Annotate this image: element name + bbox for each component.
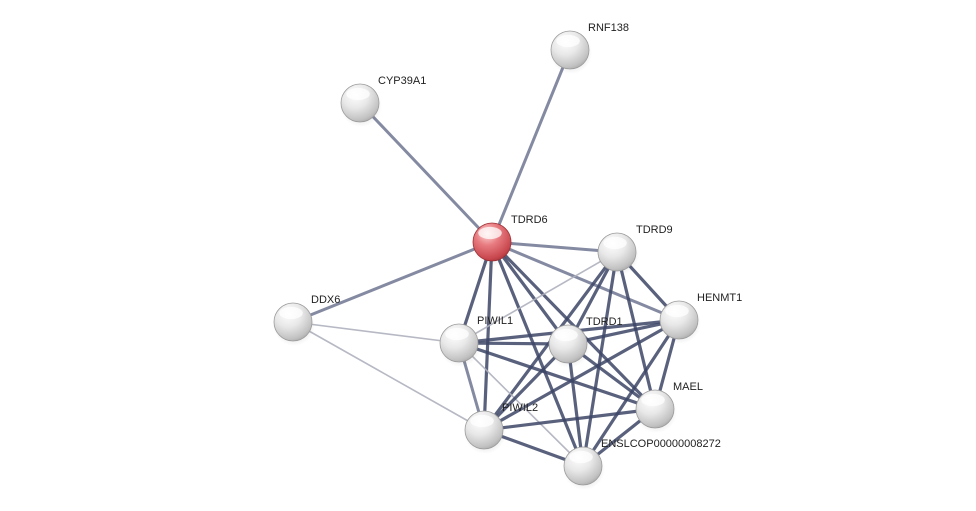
edge-tdrd6-cyp39a1[interactable] [358, 101, 494, 244]
node-label-henmt1: HENMT1 [697, 292, 742, 304]
node-highlight [279, 306, 303, 320]
node-tdrd6[interactable]: TDRD6 [472, 214, 548, 266]
edge-mael-piwil2[interactable] [482, 407, 657, 432]
node-label-mael: MAEL [673, 381, 703, 393]
edge-ddx6-piwil2[interactable] [292, 321, 485, 431]
node-highlight [556, 34, 580, 48]
node-mael[interactable]: MAEL [635, 381, 703, 433]
node-label-tdrd6: TDRD6 [511, 214, 548, 226]
node-highlight [445, 327, 469, 341]
edge-henmt1-piwil2[interactable] [482, 318, 681, 432]
node-piwil2[interactable]: PIWIL2 [464, 402, 538, 454]
node-rnf138[interactable]: RNF138 [550, 22, 629, 74]
edge-tdrd6-piwil2[interactable] [482, 240, 494, 432]
node-tdrd1[interactable]: TDRD1 [548, 316, 623, 368]
node-highlight [554, 328, 578, 342]
node-highlight [603, 236, 627, 250]
edge-piwil1-enslcop00000008272[interactable] [458, 342, 584, 467]
node-label-piwil1: PIWIL1 [477, 315, 513, 327]
node-highlight [641, 393, 665, 407]
node-tdrd9[interactable]: TDRD9 [597, 224, 673, 276]
node-label-tdrd1: TDRD1 [586, 316, 623, 328]
node-enslcop00000008272[interactable]: ENSLCOP00000008272 [563, 438, 721, 490]
node-label-cyp39a1: CYP39A1 [378, 75, 426, 87]
node-highlight [569, 450, 593, 464]
node-highlight [665, 304, 689, 318]
node-highlight [470, 414, 494, 428]
node-piwil1[interactable]: PIWIL1 [439, 315, 513, 367]
edge-tdrd9-piwil1[interactable] [458, 251, 618, 344]
node-label-ddx6: DDX6 [311, 294, 340, 306]
edge-tdrd6-rnf138[interactable] [490, 48, 572, 244]
node-label-piwil2: PIWIL2 [502, 402, 538, 414]
edge-tdrd9-enslcop00000008272[interactable] [581, 250, 619, 468]
node-label-rnf138: RNF138 [588, 22, 629, 34]
node-highlight [346, 87, 370, 101]
edge-tdrd6-ddx6[interactable] [291, 240, 494, 324]
node-cyp39a1[interactable]: CYP39A1 [340, 75, 426, 127]
edge-tdrd6-henmt1[interactable] [490, 240, 681, 322]
edge-tdrd6-enslcop00000008272[interactable] [490, 240, 585, 468]
edge-piwil1-mael[interactable] [457, 341, 657, 411]
node-highlight [478, 226, 502, 240]
node-label-enslcop00000008272: ENSLCOP00000008272 [601, 438, 721, 450]
node-henmt1[interactable]: HENMT1 [659, 292, 742, 344]
node-ddx6[interactable]: DDX6 [273, 294, 340, 346]
node-label-tdrd9: TDRD9 [636, 224, 673, 236]
edge-ddx6-piwil1[interactable] [292, 321, 460, 344]
